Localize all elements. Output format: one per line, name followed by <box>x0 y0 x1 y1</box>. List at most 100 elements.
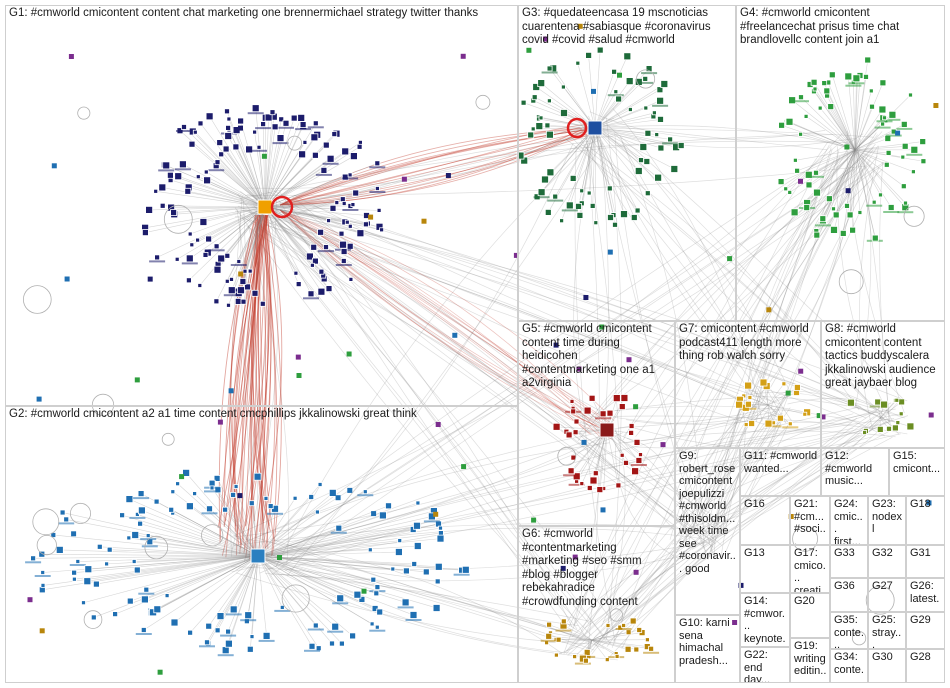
group-label-g25: G25: stray... <box>872 614 902 649</box>
graph-node <box>397 538 403 543</box>
graph-node <box>645 637 650 643</box>
graph-edge <box>137 555 259 571</box>
graph-edge <box>264 206 380 211</box>
graph-edge <box>815 149 856 174</box>
graph-edge <box>195 131 266 208</box>
graph-node <box>589 202 596 209</box>
graph-edge <box>177 206 266 260</box>
graph-node <box>276 134 285 143</box>
graph-node-tag <box>307 628 324 631</box>
graph-node <box>530 126 536 132</box>
graph-node <box>394 548 403 556</box>
graph-edge <box>247 555 259 616</box>
graph-node <box>636 627 643 633</box>
graph-node <box>618 403 626 411</box>
graph-node <box>559 218 564 224</box>
graph-edge <box>257 511 318 557</box>
graph-node <box>541 175 549 184</box>
graph-node <box>606 185 613 192</box>
graph-edge <box>237 205 599 440</box>
graph-edge <box>242 215 609 436</box>
graph-edge <box>249 206 266 272</box>
group-label-g13: G13 <box>744 547 765 559</box>
graph-edge <box>264 112 273 208</box>
graph-node <box>586 190 592 196</box>
graph-edge <box>248 135 614 215</box>
graph-edge <box>251 555 259 637</box>
group-label-g11: G11: #cmworld wanted... <box>744 450 818 475</box>
graph-node <box>611 68 617 75</box>
graph-node-tag <box>342 209 359 211</box>
graph-node <box>230 491 237 498</box>
graph-node <box>159 202 166 209</box>
graph-node <box>311 151 319 159</box>
graph-edge <box>258 214 267 532</box>
graph-node <box>282 119 290 127</box>
graph-edge <box>200 123 266 208</box>
graph-edge <box>263 214 283 521</box>
graph-node <box>347 223 353 229</box>
graph-node <box>888 110 897 119</box>
graph-node <box>246 645 254 653</box>
graph-edge <box>854 149 861 213</box>
graph-node <box>307 290 315 298</box>
graph-node <box>567 467 575 475</box>
graph-edge <box>584 125 847 148</box>
graph-edge <box>854 149 906 208</box>
graph-edge <box>805 116 856 151</box>
graph-edge <box>270 188 725 531</box>
graph-edge <box>808 149 856 186</box>
graph-node <box>857 210 863 215</box>
graph-node <box>586 485 593 491</box>
graph-edge <box>264 554 686 582</box>
graph-edge <box>292 196 605 414</box>
graph-node <box>216 612 225 620</box>
graph-node <box>643 105 649 111</box>
graph-node <box>803 204 811 212</box>
graph-edge <box>162 187 266 208</box>
graph-edge <box>235 146 266 208</box>
graph-node <box>764 419 773 428</box>
graph-node <box>305 252 314 261</box>
graph-node <box>40 583 46 588</box>
graph-node <box>628 429 634 436</box>
graph-edge <box>556 639 593 656</box>
graph-edge <box>279 123 585 206</box>
graph-edge <box>594 50 601 129</box>
graph-edge <box>235 214 267 556</box>
graph-self-loop <box>161 432 175 446</box>
graph-node-tag <box>765 425 782 428</box>
graph-edge <box>257 214 264 557</box>
graph-node-tag <box>25 561 42 564</box>
graph-node <box>51 163 57 169</box>
graph-edge <box>586 123 827 151</box>
group-label-g12: G12: #cmworld music... <box>825 450 873 487</box>
graph-edge <box>173 206 266 213</box>
graph-node <box>621 623 626 628</box>
graph-edge <box>109 549 259 557</box>
graph-edge <box>264 176 346 208</box>
graph-node <box>72 576 77 582</box>
graph-node <box>810 78 818 86</box>
graph-node <box>581 439 587 445</box>
graph-node-tag <box>332 602 349 605</box>
graph-node <box>154 254 161 261</box>
graph-edge <box>257 214 275 540</box>
graph-edge <box>236 129 266 208</box>
graph-node <box>341 201 347 206</box>
graph-node <box>174 172 183 181</box>
graph-node <box>131 531 140 539</box>
graph-node <box>240 298 247 305</box>
graph-node-tag <box>158 169 175 172</box>
graph-node <box>547 98 552 104</box>
graph-edge <box>264 564 618 661</box>
graph-edge <box>607 543 713 659</box>
graph-edge <box>257 555 414 616</box>
graph-node-tag <box>579 655 596 658</box>
graph-edge <box>279 130 585 206</box>
graph-edge <box>93 555 259 618</box>
graph-node <box>238 271 244 277</box>
graph-edge <box>264 206 333 209</box>
graph-node <box>140 627 147 633</box>
graph-node <box>68 54 74 59</box>
